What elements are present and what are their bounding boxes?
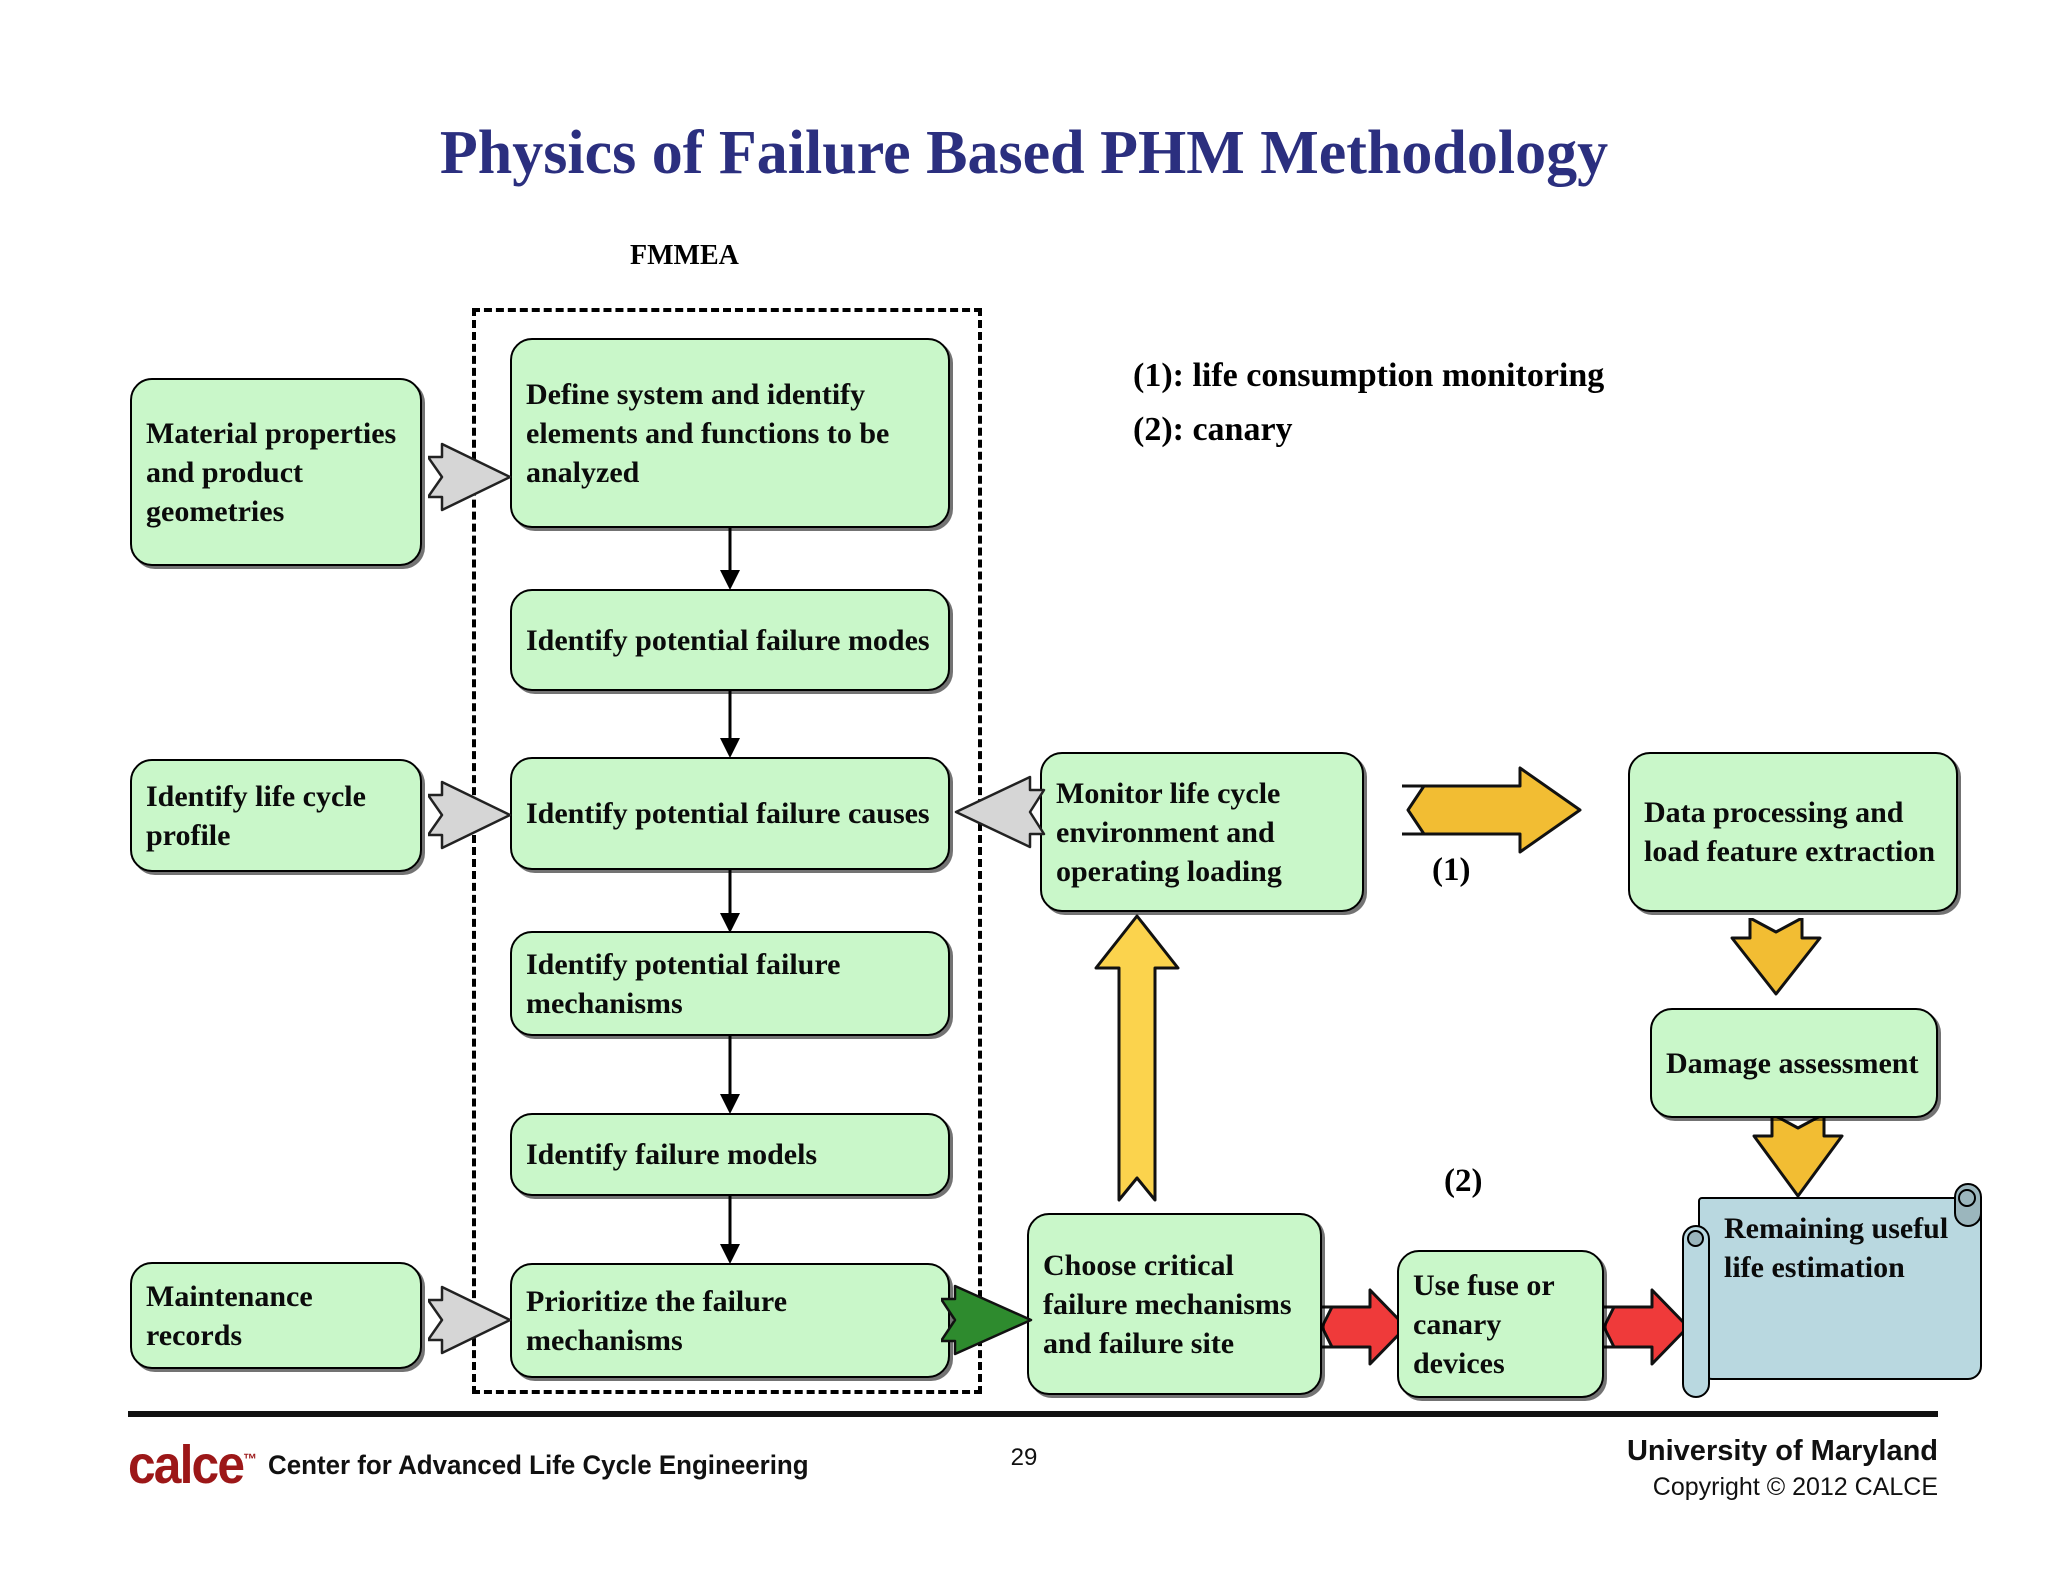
phm-box-use-fuse[interactable]: Use fuse or canary devices [1397, 1250, 1604, 1398]
calce-logo-text: calce [128, 1435, 245, 1495]
footer-divider [128, 1411, 1938, 1417]
input-box-lifecycle[interactable]: Identify life cycle profile [130, 759, 422, 872]
legend-line-1: (1): life consumption monitoring [1133, 357, 1605, 394]
red-arrow-fuse-to-rul [1600, 1288, 1690, 1366]
connector-causes-to-mechanisms [720, 867, 740, 933]
gray-arrow-lifecycle-to-causes [428, 780, 512, 850]
input-box-maintenance-label: Maintenance records [146, 1279, 313, 1352]
scroll-roll-right [1954, 1183, 1982, 1227]
red-arrow-choose-to-fuse [1318, 1288, 1408, 1366]
input-box-material[interactable]: Material properties and product geometri… [130, 378, 422, 566]
connector-define-to-modes [720, 524, 740, 590]
phm-box-damage-assessment-label: Damage assessment [1666, 1046, 1919, 1080]
fmmea-box-prioritize-label: Prioritize the failure mechanisms [526, 1284, 788, 1357]
fmmea-box-failure-causes-label: Identify potential failure causes [526, 797, 930, 830]
scroll-body [1698, 1197, 1982, 1380]
fmmea-box-failure-causes[interactable]: Identify potential failure causes [510, 757, 950, 870]
fmmea-box-failure-modes-label: Identify potential failure modes [526, 623, 930, 657]
phm-box-choose-critical[interactable]: Choose critical failure mechanisms and f… [1027, 1213, 1322, 1395]
input-box-maintenance[interactable]: Maintenance records [130, 1262, 422, 1369]
fmmea-label: FMMEA [630, 240, 739, 271]
fmmea-box-failure-models[interactable]: Identify failure models [510, 1113, 950, 1196]
copyright-notice: Copyright © 2012 CALCE [1652, 1473, 1938, 1501]
phm-box-use-fuse-label: Use fuse or canary devices [1413, 1268, 1555, 1380]
fmmea-box-failure-mechanisms[interactable]: Identify potential failure mechanisms [510, 931, 950, 1036]
input-box-material-label: Material properties and product geometri… [146, 416, 397, 528]
phm-box-data-processing[interactable]: Data processing and load feature extract… [1628, 752, 1958, 912]
gold-arrow-monitor-to-data [1402, 766, 1582, 854]
calce-logo: calce™ [128, 1434, 257, 1496]
connector-mechanisms-to-models [720, 1033, 740, 1114]
fmmea-box-define-system[interactable]: Define system and identify elements and … [510, 338, 950, 528]
university-name: University of Maryland [1626, 1435, 1938, 1467]
gold-arrow-data-to-damage [1730, 918, 1822, 996]
gray-arrow-maintenance-to-prioritize [428, 1285, 512, 1355]
phm-box-data-processing-label: Data processing and load feature extract… [1644, 796, 1936, 868]
input-box-lifecycle-label: Identify life cycle profile [146, 779, 366, 852]
green-arrow-prioritize-to-choose [941, 1284, 1033, 1356]
legend-line-2: (2): canary [1133, 411, 1293, 448]
connector-modes-to-causes [720, 688, 740, 758]
yellow-arrow-choose-to-monitor [1094, 914, 1180, 1202]
scroll-roll-left [1682, 1225, 1710, 1398]
trademark-icon: ™ [243, 1451, 257, 1468]
phm-scroll-rul[interactable]: Remaining useful life estimation [1672, 1183, 1992, 1398]
page-title: Physics of Failure Based PHM Methodology [439, 119, 1609, 187]
phm-scroll-rul-label: Remaining useful life estimation [1724, 1212, 1949, 1284]
fmmea-boundary [472, 308, 982, 1394]
phm-box-choose-critical-label: Choose critical failure mechanisms and f… [1043, 1248, 1292, 1360]
gray-arrow-material-to-define [428, 442, 512, 512]
tag-label-1: (1) [1432, 852, 1471, 888]
calce-tagline: Center for Advanced Life Cycle Engineeri… [268, 1450, 809, 1480]
fmmea-box-prioritize[interactable]: Prioritize the failure mechanisms [510, 1263, 950, 1378]
page-number: 29 [1010, 1444, 1038, 1471]
tag-label-2: (2) [1444, 1163, 1483, 1199]
fmmea-box-define-system-label: Define system and identify elements and … [526, 377, 890, 489]
fmmea-box-failure-models-label: Identify failure models [526, 1138, 818, 1171]
fmmea-box-failure-modes[interactable]: Identify potential failure modes [510, 589, 950, 691]
phm-box-damage-assessment[interactable]: Damage assessment [1650, 1008, 1938, 1118]
gold-arrow-damage-to-rul [1752, 1114, 1844, 1198]
connector-models-to-prioritize [720, 1193, 740, 1264]
phm-box-monitor-label: Monitor life cycle environment and opera… [1056, 776, 1282, 888]
phm-box-monitor[interactable]: Monitor life cycle environment and opera… [1040, 752, 1364, 912]
fmmea-box-failure-mechanisms-label: Identify potential failure mechanisms [526, 947, 841, 1020]
gray-arrow-monitor-to-causes [954, 775, 1046, 849]
